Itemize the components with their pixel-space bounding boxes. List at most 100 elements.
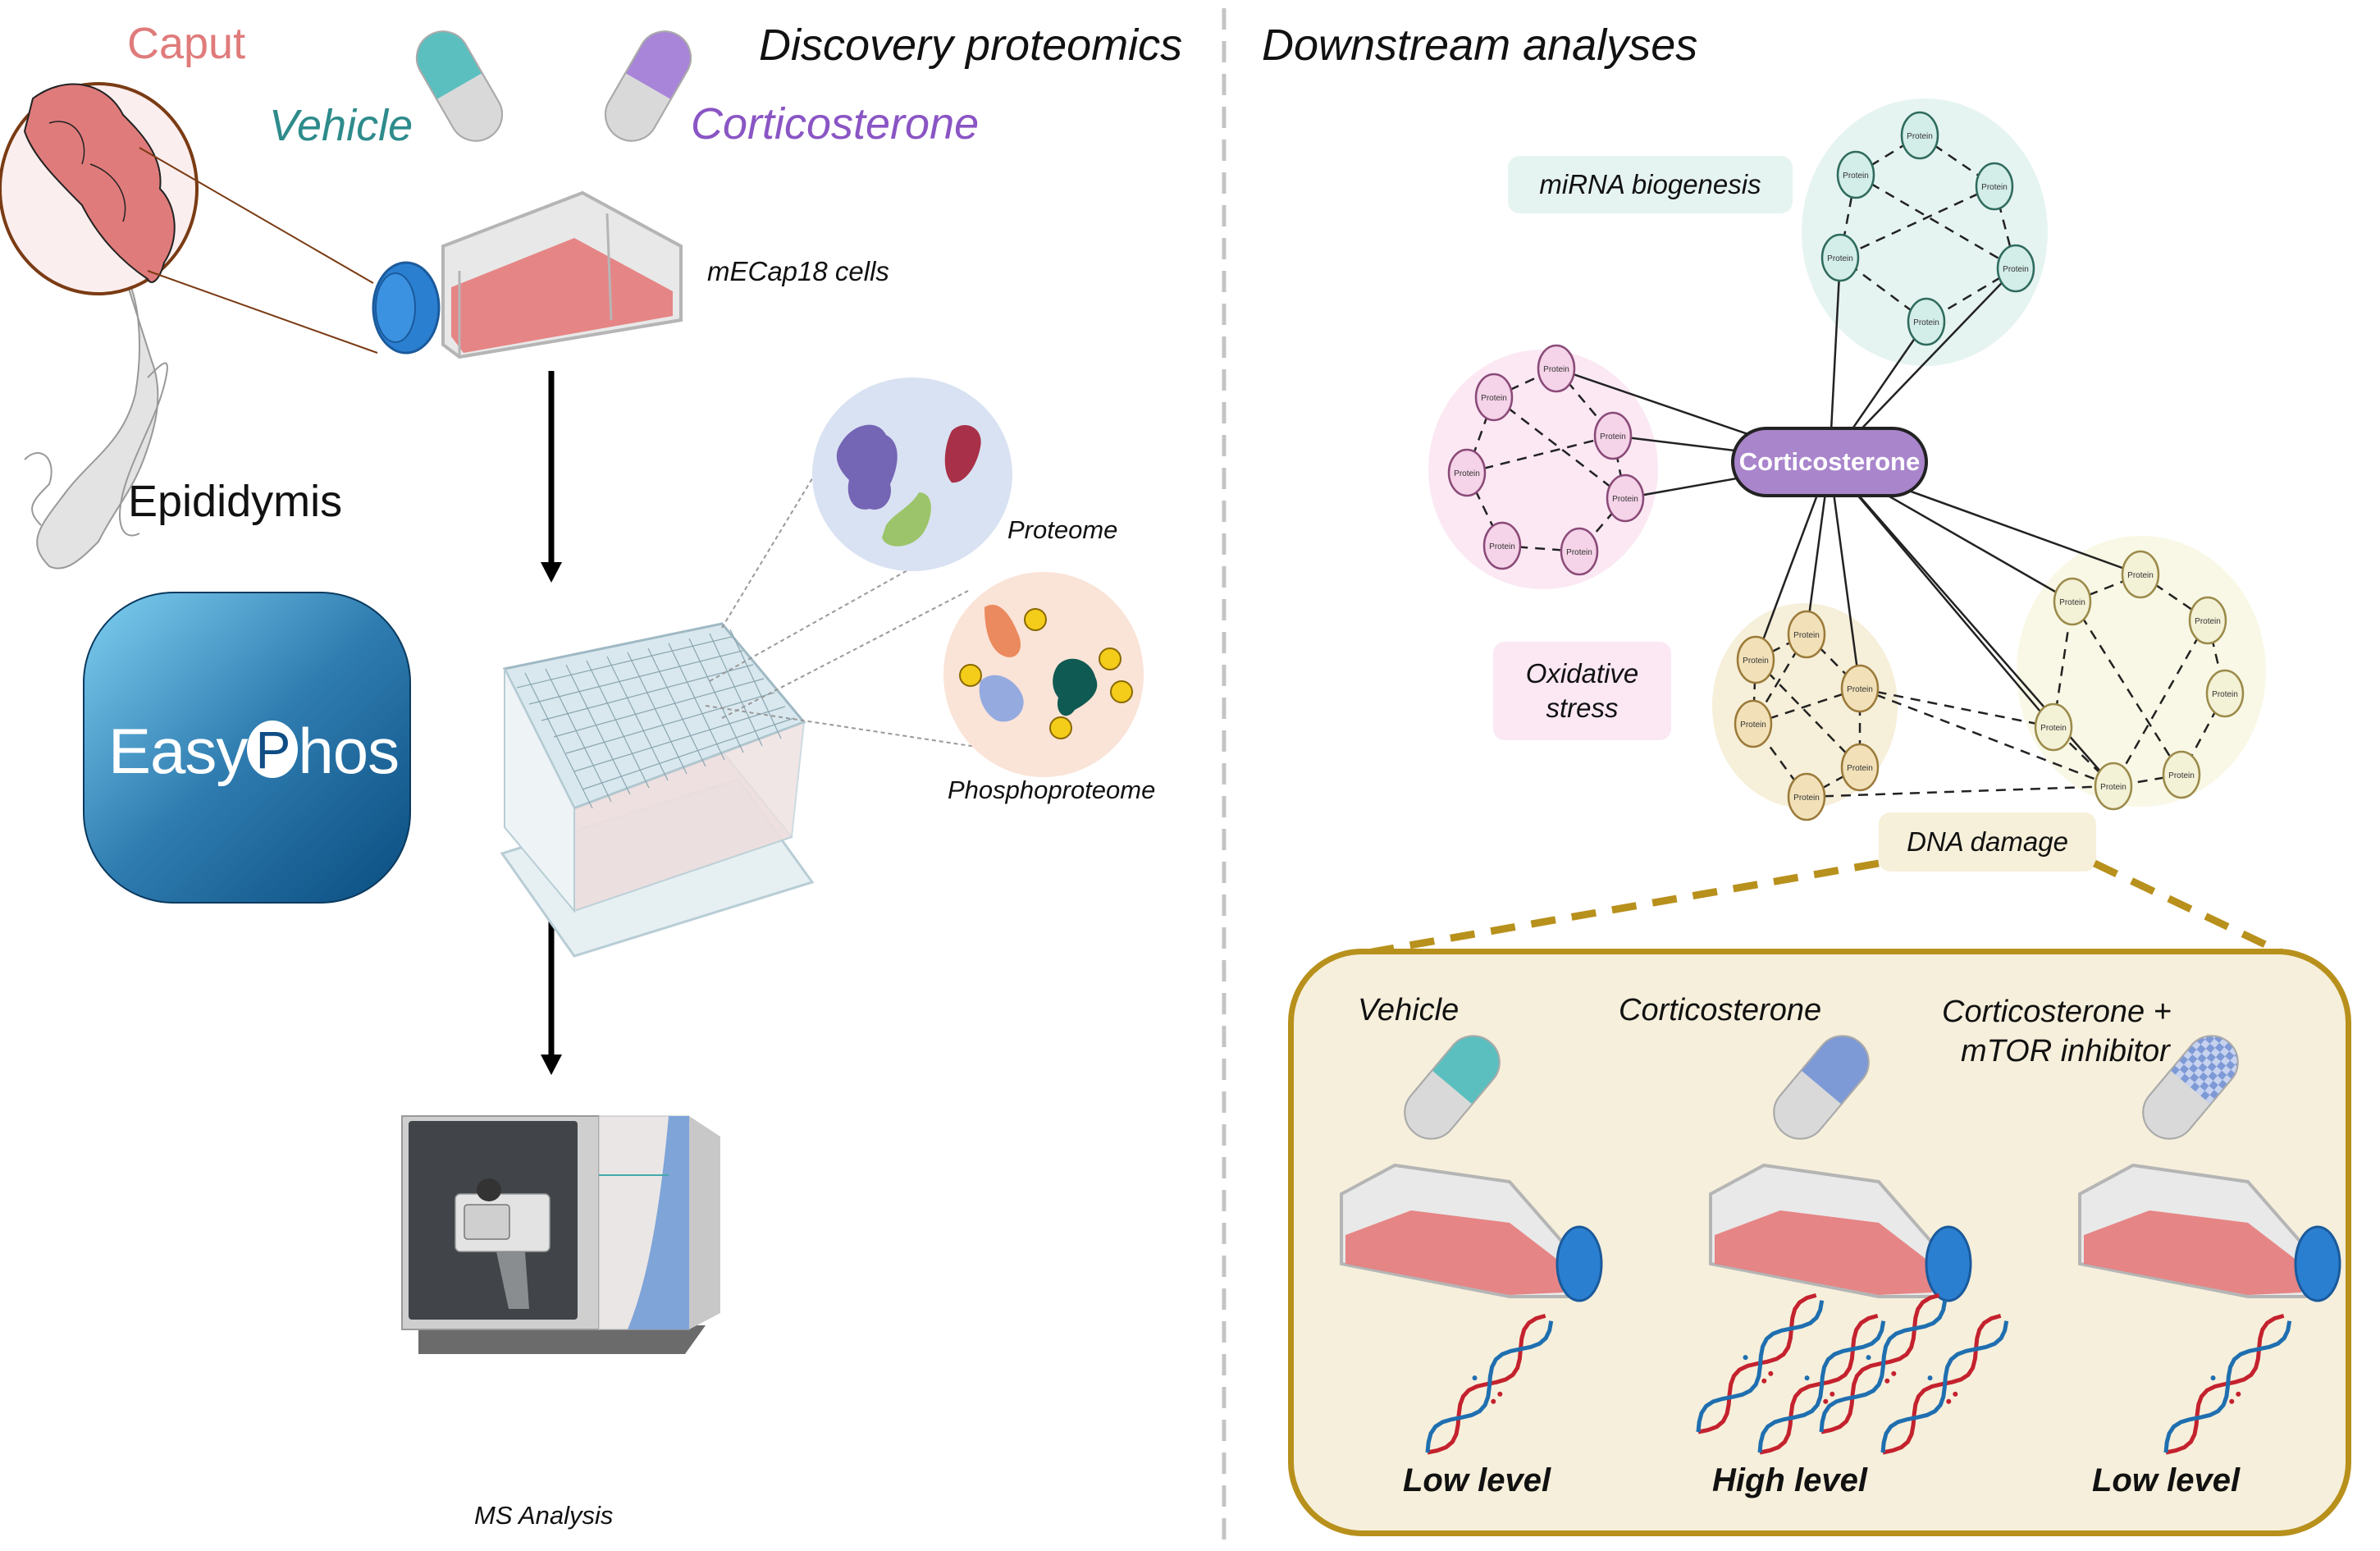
oxidative-stress-label: Oxidative stress	[1493, 642, 1671, 740]
dna-helix-icon	[1696, 1292, 1825, 1434]
protein-node: Protein	[1907, 297, 1946, 346]
dna-helix-icon	[1757, 1313, 1886, 1455]
dna-helix-icon	[2163, 1313, 2292, 1455]
epididymis-icon	[0, 82, 378, 570]
zoom-connector-lines	[705, 471, 977, 748]
protein-node-label: Protein	[1827, 254, 1853, 263]
dna-damage-text: DNA damage	[1907, 826, 2068, 857]
ms-analysis-label: MS Analysis	[474, 1501, 614, 1530]
protein-node-label: Protein	[1489, 542, 1515, 551]
protein-node-label: Protein	[1843, 172, 1869, 181]
interaction-edge	[1806, 634, 1861, 689]
protein-icon	[882, 492, 931, 547]
hub-edge	[1828, 461, 1862, 689]
protein-node: Protein	[1975, 162, 2014, 211]
dna-helix-icon	[1425, 1313, 1554, 1455]
vehicle-pill-icon	[416, 30, 503, 142]
mass-spectrometer-icon	[401, 1115, 720, 1354]
protein-node-label: Protein	[1981, 183, 2008, 192]
interaction-edge	[2206, 620, 2227, 694]
protein-node: Protein	[1537, 344, 1576, 393]
protein-node: Protein	[1593, 411, 1633, 460]
protein-node: Protein	[1820, 233, 1860, 282]
protein-node-label: Protein	[1543, 365, 1569, 374]
cell-line-label: mECap18 cells	[707, 256, 889, 286]
treatment-pill-icon	[1773, 1035, 1870, 1140]
protein-node: Protein	[1482, 521, 1522, 570]
condition-3-level: Low level	[2092, 1462, 2241, 1498]
dna-helix-icon	[1880, 1313, 2009, 1455]
caput-label: Caput	[127, 19, 246, 68]
condition-3-treatment-line2: mTOR inhibitor	[1961, 1034, 2170, 1068]
proteome-label: Proteome	[1007, 515, 1118, 544]
protein-node: Protein	[1606, 474, 1645, 523]
protein-node-label: Protein	[1793, 631, 1820, 640]
protein-node-label: Protein	[2195, 617, 2221, 626]
condition-1-level: Low level	[1403, 1462, 1551, 1498]
protein-node: Protein	[1840, 664, 1880, 713]
phosphoproteome-label: Phosphoproteome	[948, 776, 1156, 804]
well-plate-icon	[500, 622, 815, 958]
epididymis-label: Epididymis	[128, 477, 343, 526]
protein-node: Protein	[2121, 550, 2160, 599]
protein-node: Protein	[2034, 702, 2073, 752]
condition-3-treatment: Corticosterone +	[1942, 995, 2172, 1029]
protein-node-label: Protein	[1454, 469, 1480, 478]
protein-node-label: Protein	[2168, 771, 2195, 780]
protein-node-label: Protein	[1612, 495, 1638, 504]
protein-node: Protein	[1836, 150, 1875, 199]
treatment-pill-icon	[2142, 1035, 2239, 1140]
protein-node: Protein	[1560, 527, 1599, 576]
protein-icon	[1053, 658, 1098, 716]
protein-node: Protein	[1996, 244, 2035, 293]
condition-2-illustration	[1696, 1035, 2009, 1455]
dna-helix-icon	[1819, 1292, 1948, 1434]
interaction-edge	[1859, 687, 2114, 788]
protein-node-label: Protein	[1740, 721, 1766, 730]
interaction-edge	[2140, 573, 2209, 622]
protein-icon	[979, 675, 1024, 722]
condition-1-illustration	[1340, 1035, 1603, 1455]
right-panel-title: Downstream analyses	[1262, 21, 1698, 70]
protein-node: Protein	[1900, 111, 1939, 160]
protein-node-label: Protein	[1847, 764, 1873, 773]
treatment-pill-icon	[1404, 1035, 1501, 1140]
mirna-biogenesis-text: miRNA biogenesis	[1539, 169, 1761, 199]
protein-node: Protein	[1787, 772, 1826, 821]
protein-node-label: Protein	[1907, 132, 1933, 141]
protein-node-label: Protein	[1913, 318, 1939, 327]
interaction-edge	[1466, 434, 1614, 474]
flow-arrow-1	[541, 371, 562, 583]
phospho-group-icon	[959, 608, 1133, 739]
flow-arrow-2	[541, 903, 562, 1075]
protein-node: Protein	[2205, 669, 2245, 718]
protein-node-label: Protein	[1566, 548, 1592, 557]
condition-3-illustration	[2078, 1035, 2341, 1455]
condition-1-treatment: Vehicle	[1358, 993, 1460, 1027]
interaction-edge	[2112, 620, 2209, 787]
protein-node: Protein	[1736, 635, 1775, 684]
protein-node: Protein	[1734, 699, 1773, 748]
interaction-edge	[1465, 472, 1504, 547]
condition-2-treatment: Corticosterone	[1619, 993, 1822, 1027]
protein-node-label: Protein	[2212, 690, 2238, 699]
protein-icon	[836, 424, 898, 510]
protein-icon	[984, 604, 1021, 657]
culture-flask-icon	[372, 190, 683, 359]
interaction-edge	[1465, 396, 1496, 474]
protein-node: Protein	[1787, 610, 1826, 659]
protein-node-label: Protein	[1600, 432, 1626, 442]
interaction-edge	[1859, 687, 2054, 729]
protein-icon	[944, 424, 981, 483]
protein-node-label: Protein	[1847, 685, 1873, 694]
protein-node-label: Protein	[2003, 265, 2029, 274]
easyphos-text-after: hos	[298, 715, 400, 787]
interaction-edge	[1839, 185, 1995, 259]
hub-label: Corticosterone	[1738, 447, 1921, 476]
corticosterone-pill-icon	[605, 30, 692, 142]
culture-flask-icon	[2078, 1163, 2341, 1302]
